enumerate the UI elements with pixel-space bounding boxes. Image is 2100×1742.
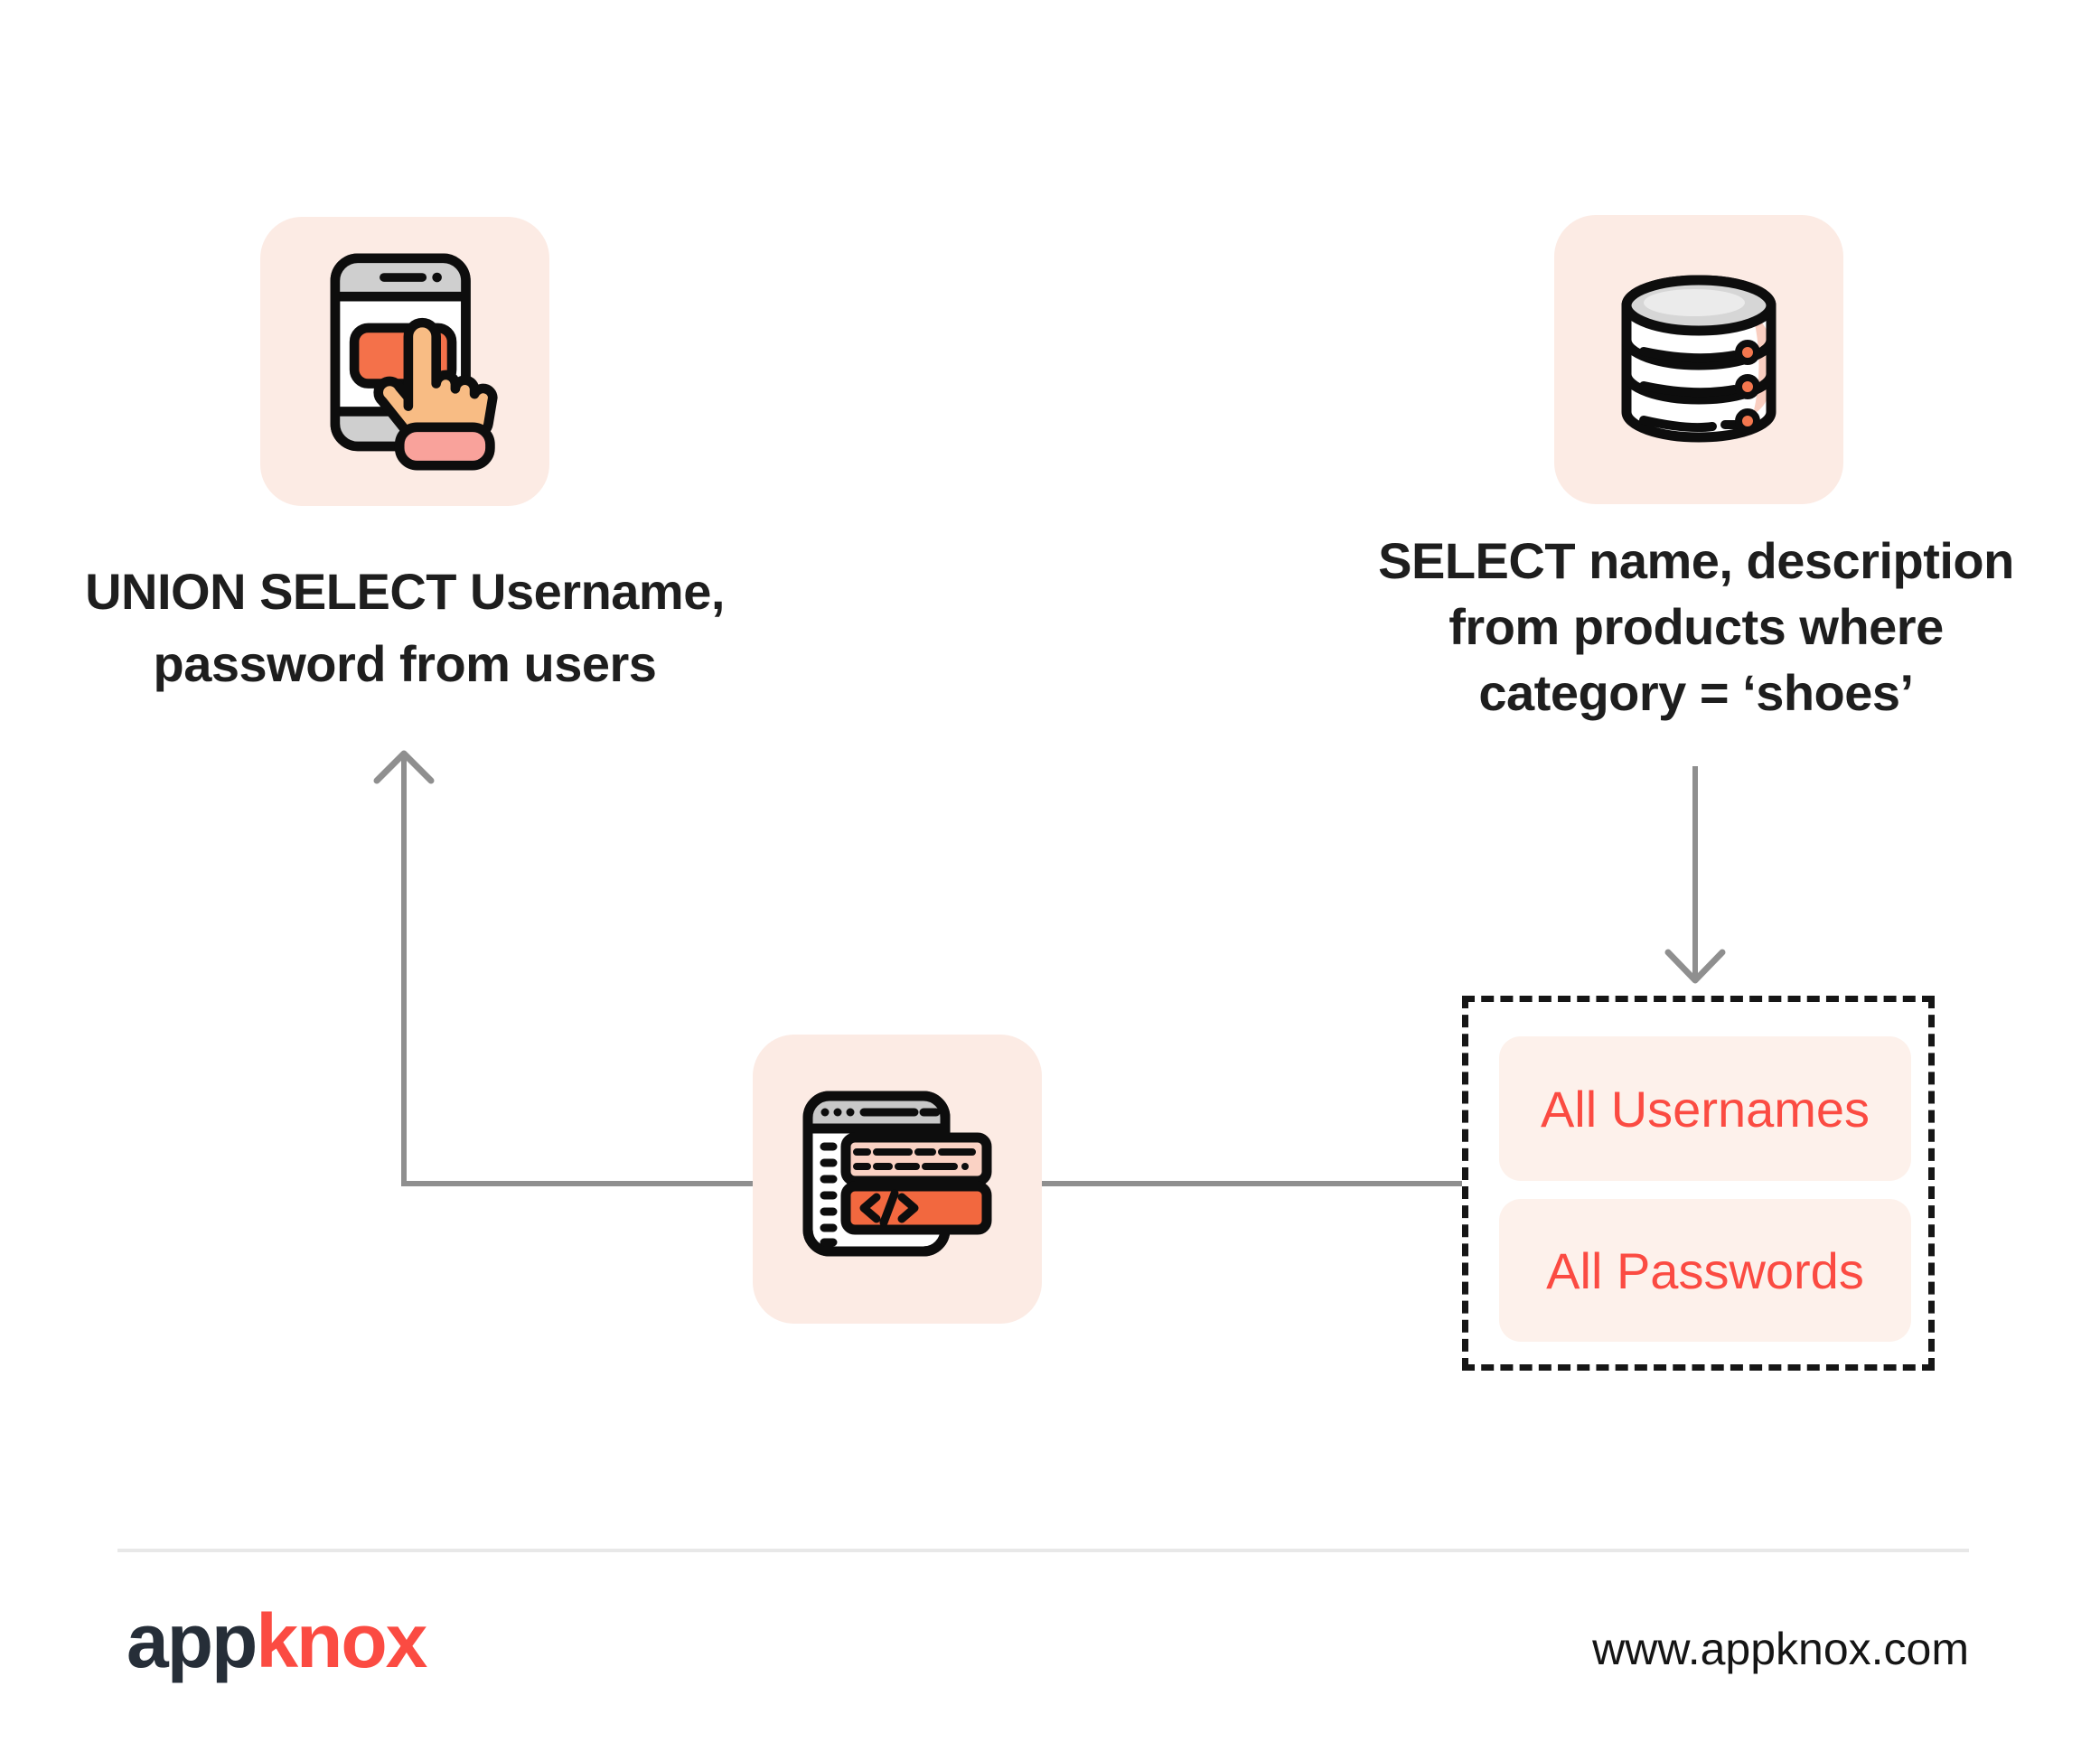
result-usernames-label: All Usernames [1540, 1080, 1870, 1138]
legit-query-line2: from products where [1448, 598, 1944, 655]
database-card [1554, 215, 1843, 504]
result-passwords-pill: All Passwords [1499, 1199, 1911, 1342]
attacker-query-card [260, 217, 549, 506]
database-icon [1621, 275, 1777, 443]
footer-divider [117, 1549, 1969, 1552]
legit-query-line1: SELECT name, description [1378, 532, 2014, 589]
mobile-tap-icon [330, 253, 498, 470]
website-url: www.appknox.com [1592, 1624, 1969, 1674]
attacker-query-label: UNION SELECT Username, password from use… [80, 556, 730, 700]
web-code-icon [802, 1091, 991, 1256]
result-passwords-label: All Passwords [1546, 1241, 1864, 1299]
result-usernames-pill: All Usernames [1499, 1036, 1911, 1181]
logo-part-app: app [127, 1598, 258, 1683]
results-box: All Usernames All Passwords [1462, 996, 1935, 1371]
attacker-query-line1: UNION SELECT Username, [85, 563, 725, 620]
logo-part-knox: knox [256, 1598, 427, 1683]
web-app-card [753, 1035, 1042, 1324]
appknox-logo: appknox [127, 1597, 427, 1684]
legit-query-label: SELECT name, description from products w… [1370, 528, 2022, 726]
legit-query-line3: category = ‘shoes’ [1478, 664, 1914, 721]
arrow-down-head [1664, 949, 1726, 984]
attacker-query-line2: password from users [153, 635, 657, 692]
arrow-up-head [373, 750, 435, 784]
